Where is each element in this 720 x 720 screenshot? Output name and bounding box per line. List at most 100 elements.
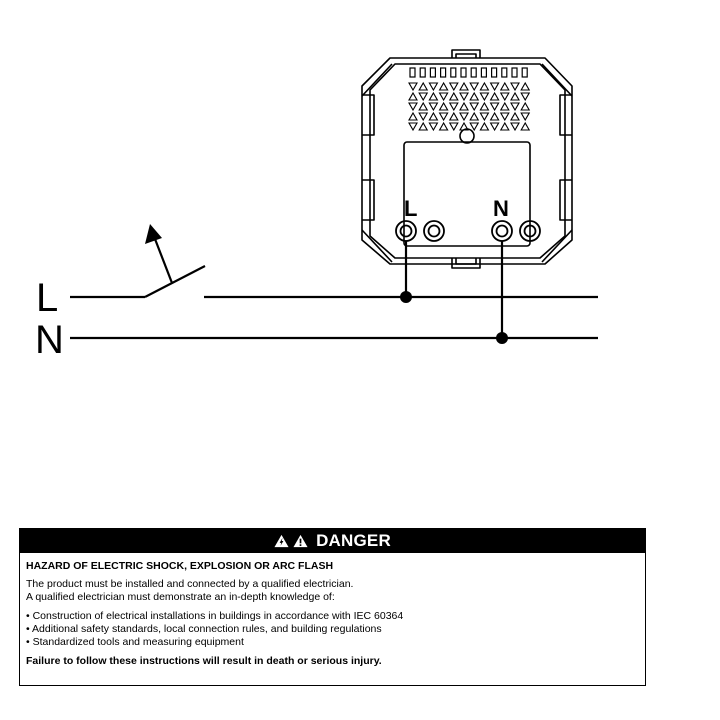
line-label-live: L — [36, 276, 59, 320]
wires — [70, 241, 598, 340]
warning-triangle-icon — [293, 534, 308, 548]
vent-hole — [469, 102, 480, 112]
vent-slot — [429, 67, 436, 78]
danger-notice: DANGER HAZARD OF ELECTRIC SHOCK, EXPLOSI… — [19, 528, 646, 686]
vent-hole — [448, 102, 459, 112]
vent-hole — [448, 122, 459, 132]
terminal-label-live: L — [404, 196, 418, 221]
consequence-statement: Failure to follow these instructions wil… — [26, 655, 382, 667]
vent-slot — [470, 67, 477, 78]
vent-hole — [408, 82, 418, 92]
vent-hole — [510, 111, 520, 121]
requirements-list: • Construction of electrical installatio… — [26, 610, 639, 649]
vent-hole — [408, 122, 418, 132]
vent-hole — [489, 111, 500, 121]
junction-neutral — [496, 332, 508, 344]
vent-hole — [489, 122, 500, 132]
vent-hole — [510, 122, 520, 132]
vent-hole — [438, 101, 449, 111]
vent-slot — [491, 67, 498, 78]
vent-hole — [499, 112, 510, 122]
vent-slot — [440, 67, 447, 78]
list-item: • Additional safety standards, local con… — [26, 623, 382, 635]
vent-slot — [501, 67, 508, 78]
vent-hole — [448, 82, 459, 92]
vent-grid — [408, 81, 531, 132]
vent-hole — [418, 101, 429, 111]
signal-word: DANGER — [316, 531, 391, 550]
vent-hole — [438, 81, 449, 91]
vent-hole — [510, 102, 520, 112]
vent-hole — [499, 101, 510, 111]
vent-hole — [428, 91, 439, 101]
vent-hole — [438, 92, 449, 102]
vent-hole — [469, 122, 480, 132]
vent-slot — [409, 67, 416, 78]
vent-hole — [489, 91, 500, 101]
vent-slots — [409, 67, 528, 78]
vent-hole — [428, 111, 439, 121]
terminal-n-aux — [519, 220, 541, 242]
vent-hole — [479, 81, 490, 91]
vent-hole — [469, 82, 480, 92]
vent-hole — [459, 92, 469, 102]
list-item: • Construction of electrical installatio… — [26, 610, 404, 622]
vent-hole — [408, 102, 418, 112]
vent-hole — [428, 122, 439, 132]
vent-slot — [480, 67, 487, 78]
vent-slot — [419, 67, 426, 78]
vent-hole — [479, 121, 490, 131]
vent-hole — [469, 111, 480, 121]
vent-hole — [479, 92, 490, 102]
vent-hole — [489, 82, 500, 92]
vent-hole — [499, 121, 510, 131]
vent-hole — [408, 91, 418, 101]
vent-hole — [438, 112, 449, 122]
vent-hole — [499, 92, 510, 102]
vent-hole — [520, 112, 531, 122]
terminal-n — [491, 220, 513, 242]
vent-hole — [438, 121, 449, 131]
vent-hole — [418, 121, 429, 131]
line-label-neutral: N — [35, 318, 64, 362]
junction-live — [400, 291, 412, 303]
vent-hole — [418, 81, 429, 91]
terminal-label-neutral: N — [493, 196, 509, 221]
vent-slot — [450, 67, 457, 78]
danger-header: DANGER — [20, 529, 645, 553]
vent-hole — [510, 82, 520, 92]
vent-hole — [479, 101, 490, 111]
vent-hole — [520, 81, 531, 91]
vent-hole — [418, 112, 429, 122]
vent-hole — [459, 112, 469, 122]
switch — [144, 238, 206, 298]
vent-hole — [428, 102, 439, 112]
vent-slot — [460, 67, 467, 78]
device-housing — [361, 49, 573, 269]
vent-hole — [408, 111, 418, 121]
vent-hole — [459, 121, 469, 131]
vent-slot — [511, 67, 518, 78]
vent-hole — [520, 101, 531, 111]
switch-arrow-icon — [145, 224, 162, 244]
vent-hole — [520, 92, 531, 102]
list-item: • Standardized tools and measuring equip… — [26, 636, 244, 648]
hazard-statement: HAZARD OF ELECTRIC SHOCK, EXPLOSION OR A… — [26, 560, 334, 572]
instruction-line: The product must be installed and connec… — [26, 578, 354, 590]
terminal-l — [395, 220, 417, 242]
vent-hole — [479, 112, 490, 122]
vent-slot — [521, 67, 528, 78]
vent-hole — [448, 91, 459, 101]
wiring-diagram — [70, 49, 598, 344]
terminal-l-aux — [423, 220, 445, 242]
instruction-line: A qualified electrician must demonstrate… — [26, 591, 335, 603]
vent-hole — [489, 102, 500, 112]
vent-hole — [469, 91, 480, 101]
vent-hole — [459, 81, 469, 91]
vent-hole — [459, 101, 469, 111]
vent-hole — [448, 111, 459, 121]
vent-hole — [428, 82, 439, 92]
vent-hole — [499, 81, 510, 91]
vent-hole — [418, 92, 429, 102]
vent-hole — [510, 91, 520, 101]
